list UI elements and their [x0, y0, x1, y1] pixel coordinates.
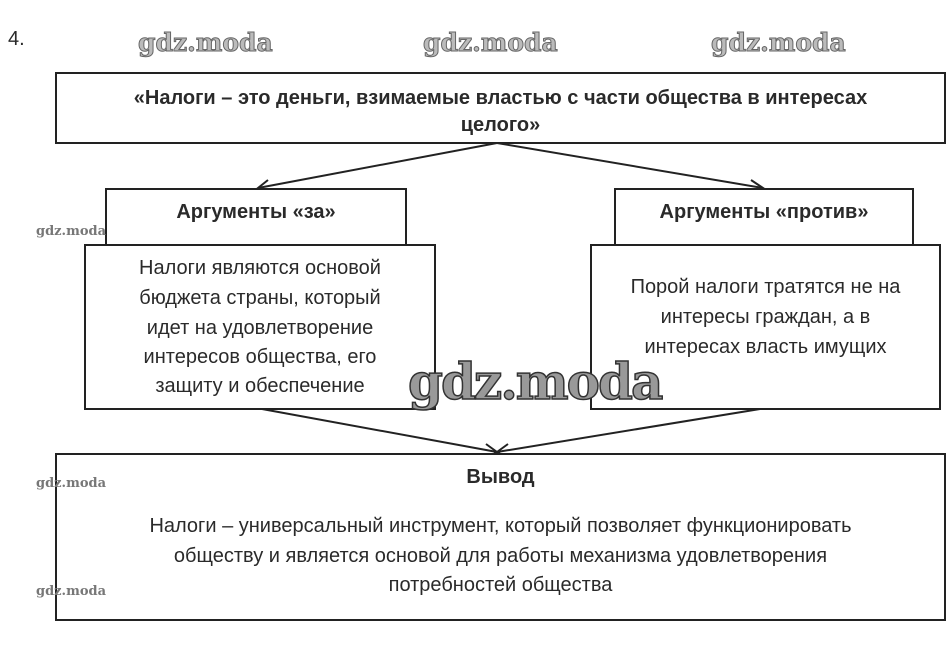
pro-line: Налоги являются основой: [139, 257, 381, 279]
watermark: gdz.moda: [36, 584, 107, 599]
pro-title: Аргументы «за»: [176, 201, 336, 223]
pro-line: бюджета страны, который: [139, 287, 381, 309]
thesis-line: «Налоги – это деньги, взимаемые властью …: [133, 87, 868, 109]
watermark-large: gdz.moda: [407, 351, 664, 412]
conclusion-line: потребностей общества: [388, 574, 613, 596]
pro-title-box: Аргументы «за»: [105, 188, 407, 246]
conclusion-title: Вывод: [466, 466, 535, 488]
pro-line: интересов общества, его: [143, 346, 377, 368]
thesis-box: «Налоги – это деньги, взимаемые властью …: [55, 72, 946, 144]
pro-content-box: Налоги являются основой бюджета страны, …: [84, 244, 436, 410]
con-line: интересах власть имущих: [644, 336, 887, 358]
watermark: gdz.moda: [711, 28, 847, 58]
con-title: Аргументы «против»: [659, 201, 869, 223]
con-content-box: Порой налоги тратятся не на интересы гра…: [590, 244, 941, 410]
pro-line: идет на удовлетворение: [146, 317, 374, 339]
thesis-line: целого»: [460, 114, 541, 136]
watermark: gdz.moda: [36, 224, 107, 239]
con-title-box: Аргументы «против»: [614, 188, 914, 246]
watermark: gdz.moda: [36, 476, 107, 491]
watermark: gdz.moda: [138, 28, 274, 58]
con-line: интересы граждан, а в: [660, 306, 871, 328]
conclusion-box: Вывод Налоги – универсальный инструмент,…: [55, 453, 946, 621]
conclusion-line: обществу и является основой для работы м…: [173, 545, 828, 567]
conclusion-line: Налоги – универсальный инструмент, котор…: [149, 515, 852, 537]
con-line: Порой налоги тратятся не на: [630, 276, 901, 298]
task-number: 4.: [8, 28, 25, 50]
pro-line: защиту и обеспечение: [155, 375, 365, 397]
watermark: gdz.moda: [423, 28, 559, 58]
